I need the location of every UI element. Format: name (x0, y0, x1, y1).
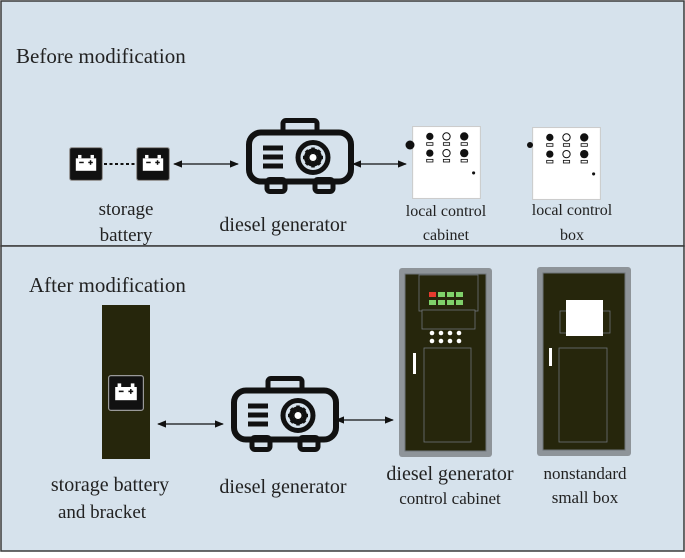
battery-icon (136, 147, 170, 181)
label-local-control-cabinet-line1: local control (406, 203, 487, 220)
control-box-icon (537, 267, 631, 456)
label-local-control-cabinet-line2: cabinet (423, 227, 470, 244)
label-storage-battery-bracket-line2: and bracket (58, 502, 147, 523)
label-small-box-line2: small box (552, 488, 619, 507)
battery-icon (108, 375, 144, 411)
label-local-control-box-line1: local control (532, 202, 613, 219)
battery-bracket (102, 305, 150, 459)
label-storage-battery-line2: battery (100, 225, 153, 246)
label-diesel-generator-bottom: diesel generator (219, 476, 346, 498)
control-cabinet-icon (405, 126, 481, 199)
label-control-cabinet-line1: diesel generator (386, 463, 513, 485)
label-small-box-line1: nonstandard (543, 464, 627, 483)
battery-icon (69, 147, 103, 181)
after-title: After modification (29, 273, 186, 297)
label-diesel-generator-top: diesel generator (219, 214, 346, 236)
control-box-icon (527, 127, 601, 200)
label-storage-battery-bracket-line1: storage battery (51, 474, 169, 496)
before-title: Before modification (16, 44, 186, 68)
label-local-control-box-line2: box (560, 227, 584, 244)
label-storage-battery-line1: storage (99, 199, 154, 220)
control-cabinet-icon (399, 268, 492, 457)
label-control-cabinet-line2: control cabinet (399, 489, 501, 508)
before-panel (0, 0, 685, 247)
